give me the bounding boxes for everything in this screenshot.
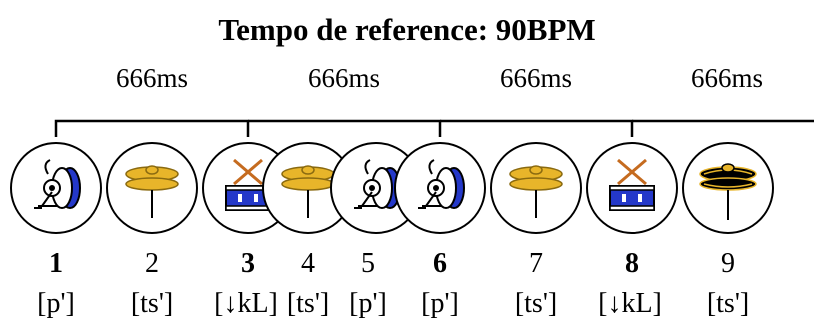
beat-2-instrument	[106, 142, 198, 234]
bass-drum-icon	[418, 159, 465, 209]
beat-number: 3	[241, 248, 255, 279]
beat-syllable: [ts']	[514, 288, 558, 319]
hihat-cymbal-icon	[125, 165, 179, 218]
beat-syllable: [ts']	[130, 288, 174, 319]
beat-number: 1	[49, 248, 63, 279]
bracket-3	[440, 119, 634, 137]
interval-label: 666ms	[499, 63, 573, 93]
interval-label: 666ms	[115, 63, 189, 93]
beat-number: 7	[529, 248, 543, 279]
beat-7-instrument	[490, 142, 582, 234]
hihat-cymbal-icon	[281, 165, 335, 218]
interval-label: 666ms	[690, 63, 764, 93]
beat-9-instrument	[682, 142, 774, 234]
beat-number: 4	[301, 248, 315, 279]
beat-number: 2	[145, 248, 159, 279]
beat-syllable: [p']	[37, 288, 75, 319]
crash-cymbal-icon	[699, 163, 757, 220]
bracket-2	[248, 119, 442, 137]
beat-1-instrument	[10, 142, 102, 234]
beat-syllable: [p']	[349, 288, 387, 319]
beat-number: 8	[625, 248, 639, 279]
snare-drum-icon	[609, 158, 655, 211]
beat-6-instrument	[394, 142, 486, 234]
beat-number: 6	[433, 248, 447, 279]
beat-syllable: [ts']	[286, 288, 330, 319]
beat-number: 5	[361, 248, 375, 279]
beat-syllable: [ts']	[706, 288, 750, 319]
bracket-1	[54, 119, 250, 137]
interval-label: 666ms	[307, 63, 381, 93]
hihat-cymbal-icon	[509, 165, 563, 218]
beat-8-instrument	[586, 142, 678, 234]
diagram-title: Tempo de reference: 90BPM	[218, 12, 596, 47]
beat-syllable: [p']	[421, 288, 459, 319]
beat-number: 9	[721, 248, 735, 279]
beat-syllable: [↓kL]	[598, 288, 662, 319]
bass-drum-icon	[34, 159, 81, 209]
beat-syllable: [↓kL]	[214, 288, 278, 319]
